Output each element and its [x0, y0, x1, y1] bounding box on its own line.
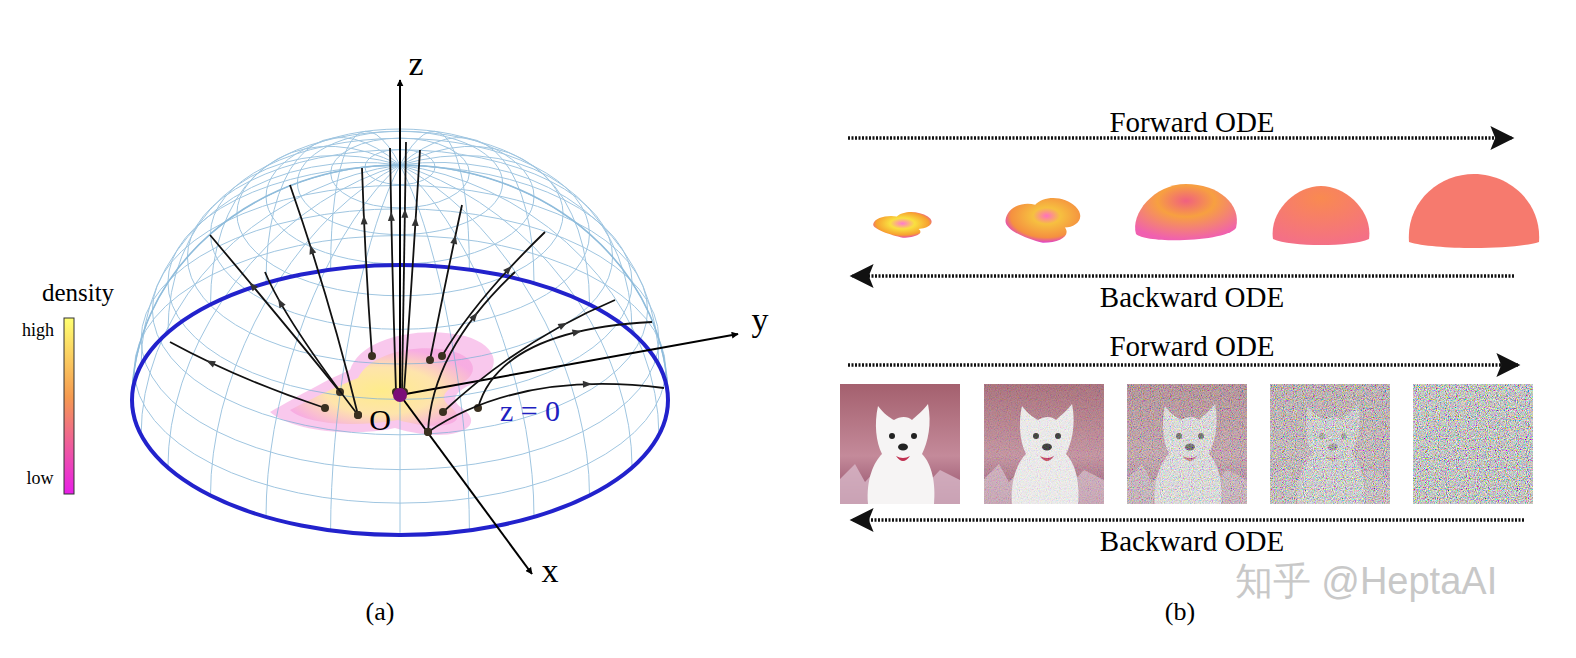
sample-dot	[321, 404, 329, 412]
watermark: 知乎 @HeptaAI	[1235, 561, 1497, 603]
meridian-line	[211, 165, 401, 496]
trajectory-line	[402, 142, 406, 392]
trajectory-arrowhead	[583, 381, 592, 388]
arrow-label: Forward ODE	[1109, 107, 1274, 139]
axis-label: y	[752, 301, 769, 338]
trajectory-line	[362, 168, 372, 356]
colorbar	[64, 318, 74, 494]
image-frame	[840, 384, 960, 504]
trajectory-line	[170, 342, 325, 408]
trajectory-arrowhead	[503, 266, 512, 275]
density-shape	[1135, 184, 1237, 240]
sample-dot	[439, 408, 447, 416]
axis-label: z	[408, 45, 423, 82]
trajectory-arrowhead	[412, 217, 419, 226]
meridian-line	[400, 163, 659, 366]
z-axis	[399, 80, 401, 395]
meridian-line	[400, 156, 632, 333]
arrow-label: Backward ODE	[1100, 282, 1284, 314]
trajectory-arrowhead	[278, 299, 286, 309]
sample-dot	[426, 356, 434, 364]
trajectory-arrowhead	[572, 330, 582, 337]
sample-dot	[354, 411, 362, 419]
image-frame	[1127, 384, 1247, 504]
legend-label: high	[22, 321, 54, 341]
legend-title: density	[42, 279, 114, 307]
trajectory-arrowhead	[250, 282, 258, 291]
density-shape	[1409, 174, 1539, 248]
trajectory-arrowhead	[361, 215, 368, 224]
trajectory-line	[290, 185, 358, 415]
arrow-label: Backward ODE	[1100, 526, 1284, 558]
density-shape	[1005, 198, 1080, 243]
legend-label: low	[27, 469, 54, 489]
image-frame	[1413, 384, 1533, 504]
trajectory-arrowhead	[558, 323, 568, 330]
sample-dot	[424, 428, 432, 436]
arrow-label: Forward ODE	[1109, 331, 1274, 363]
trajectory-line	[210, 235, 340, 392]
axis-label: x	[542, 552, 559, 589]
trajectory-arrowhead	[388, 212, 395, 221]
forward-arrow	[848, 363, 1518, 367]
sample-dot	[424, 428, 432, 436]
meridian-line	[400, 165, 590, 496]
trajectory-arrowhead	[401, 209, 408, 218]
image-frame	[1270, 384, 1390, 504]
density-shape	[1273, 186, 1370, 245]
origin-label: O	[369, 403, 391, 436]
meridian-line	[400, 165, 632, 468]
subfigure-label: (b)	[1165, 598, 1195, 627]
meridian-line	[400, 147, 590, 305]
trajectory-line	[390, 148, 396, 392]
sample-dot	[438, 352, 446, 360]
backward-arrow	[852, 274, 1514, 278]
trajectory-arrowhead	[469, 312, 477, 321]
meridian-line	[141, 163, 400, 366]
trajectory-line	[265, 272, 358, 415]
trajectory-line	[428, 384, 664, 432]
density-shape	[873, 212, 931, 238]
meridian-line	[141, 165, 400, 435]
meridian-line	[400, 165, 659, 435]
trajectory-line	[430, 205, 462, 360]
trajectory-arrowhead	[206, 361, 216, 368]
plane-label: z = 0	[500, 394, 560, 427]
ode-trajectories	[170, 142, 664, 436]
meridian-line	[211, 147, 401, 305]
origin-dot	[393, 388, 407, 402]
trajectory-arrowhead	[310, 245, 317, 255]
trajectory-arrowhead	[450, 235, 457, 245]
sample-dot	[368, 352, 376, 360]
meridian-line	[168, 165, 400, 468]
subfigure-label: (a)	[366, 598, 395, 627]
trajectory-line	[404, 150, 420, 392]
image-frame	[984, 384, 1104, 504]
backward-arrow	[852, 518, 1524, 522]
sample-dot	[354, 411, 362, 419]
